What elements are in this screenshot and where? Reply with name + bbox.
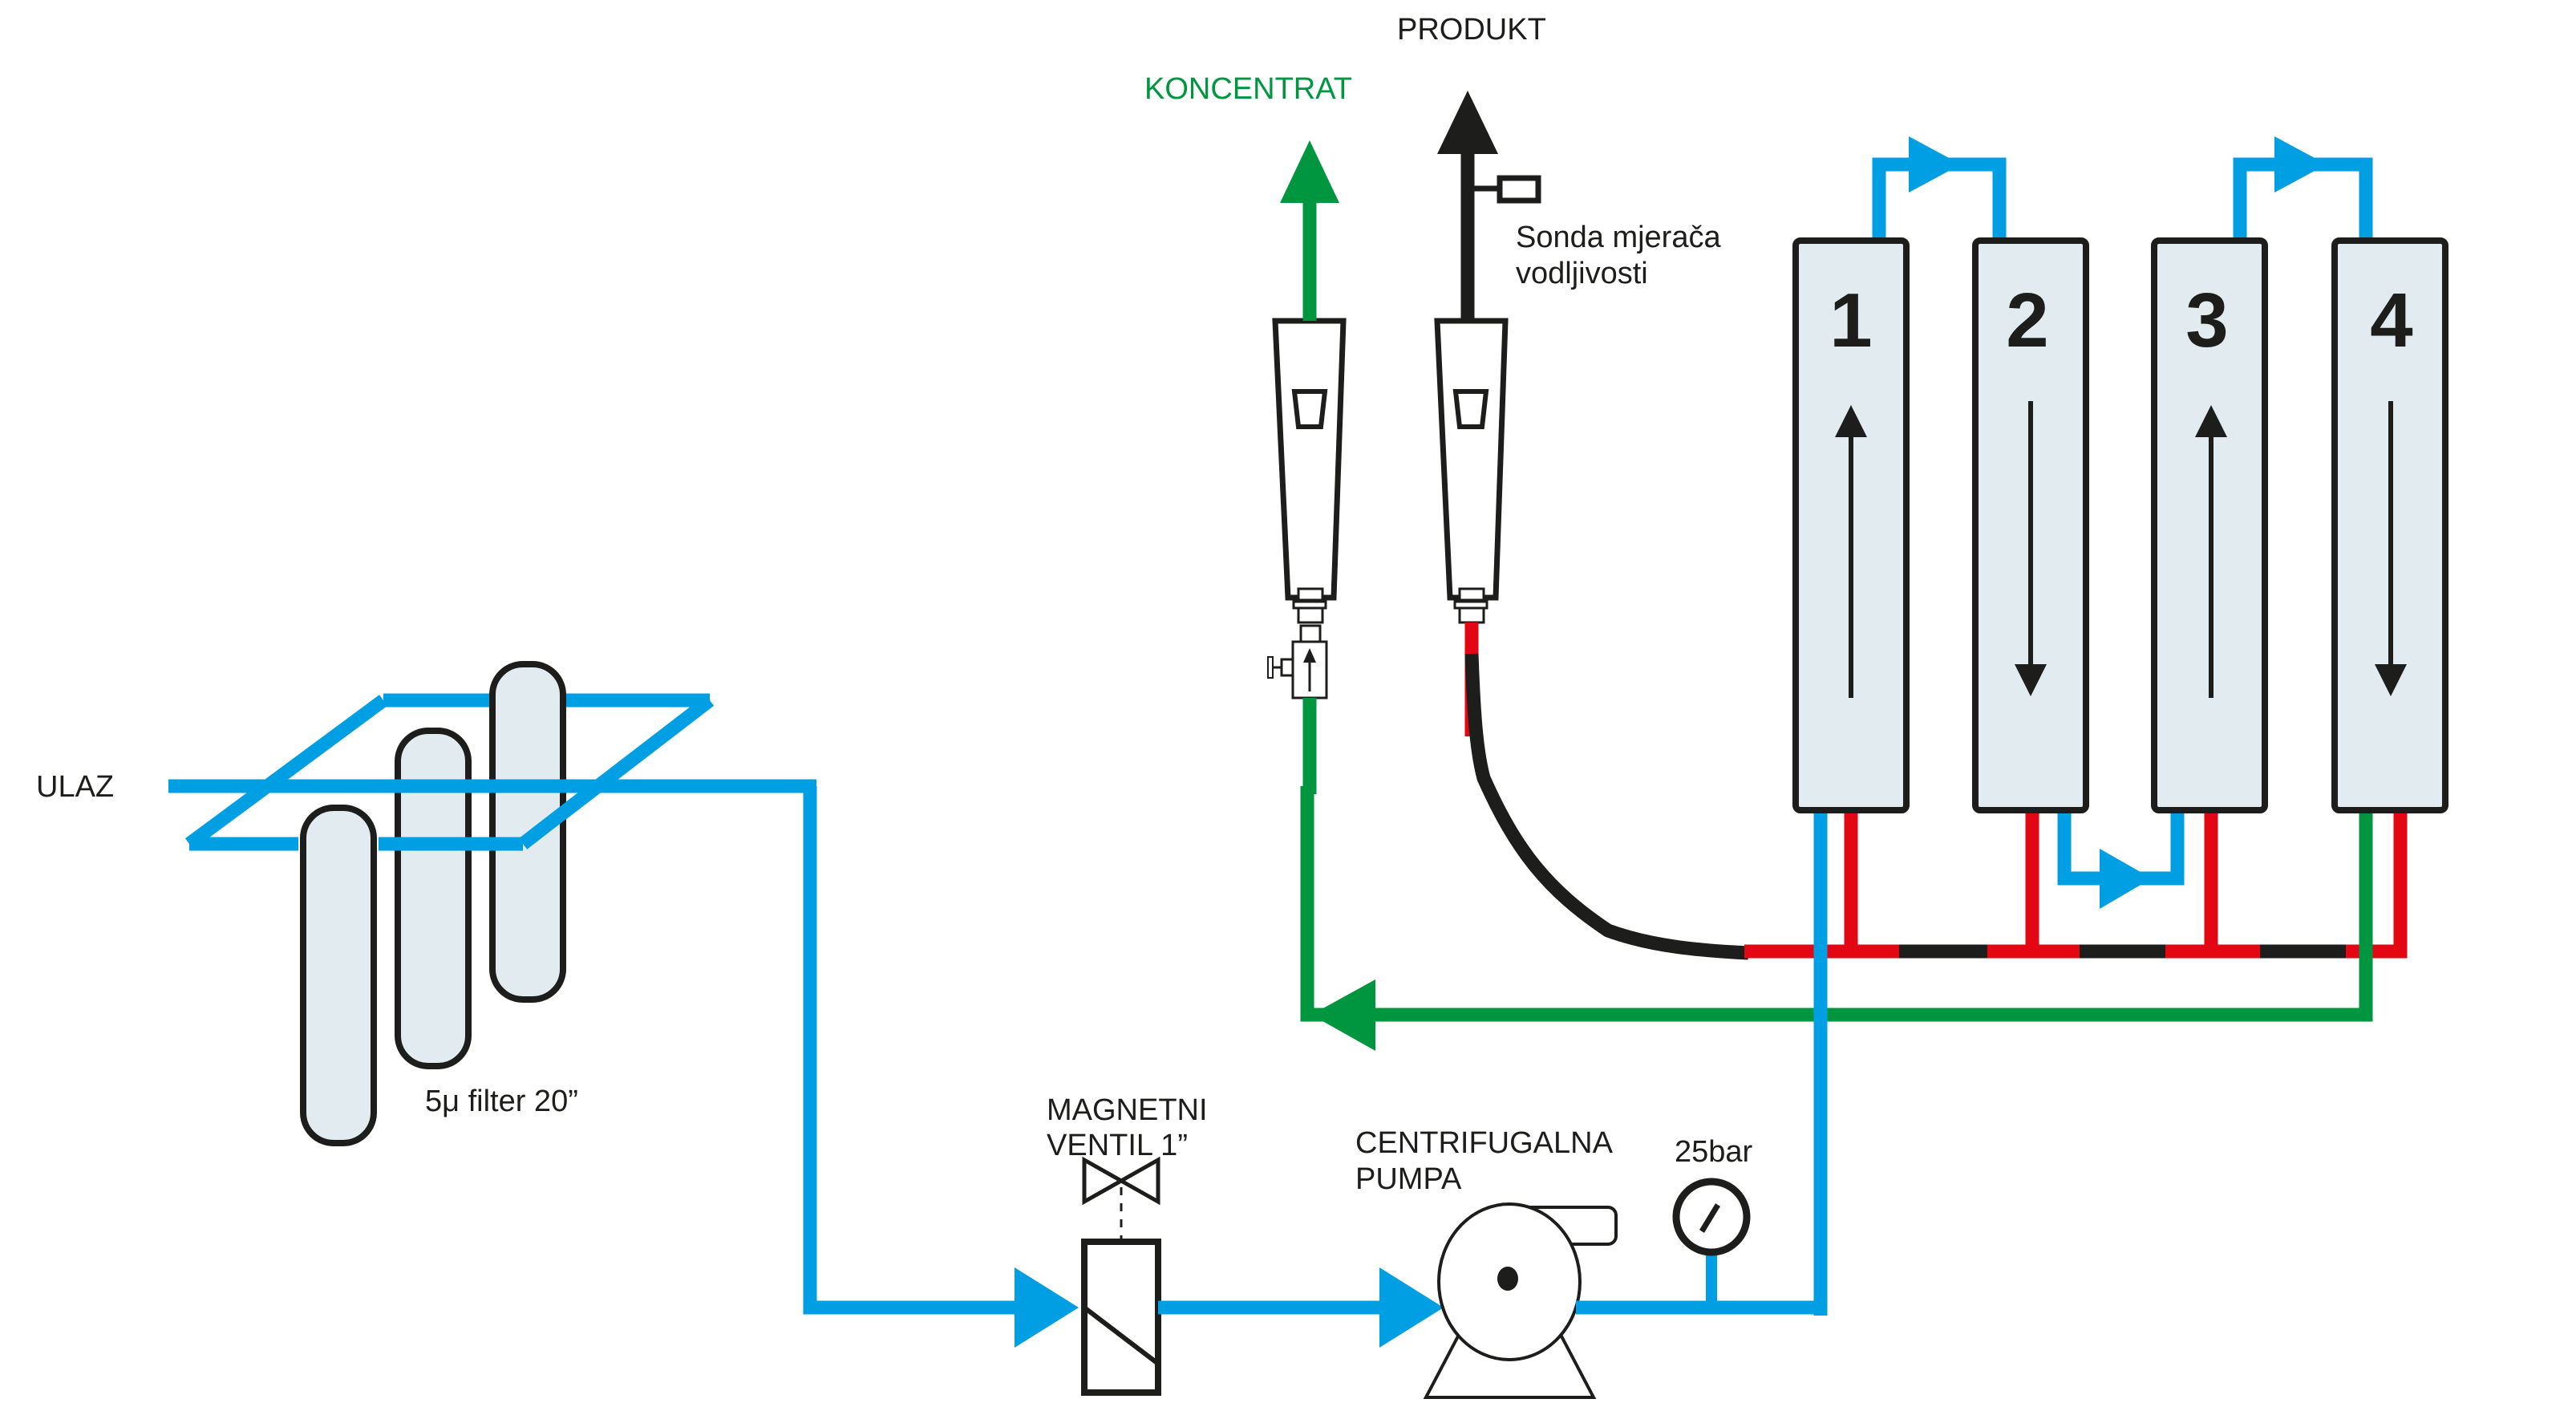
- inlet-label: ULAZ: [36, 770, 114, 804]
- needle-valve-knob: [1267, 656, 1274, 679]
- solenoid-valve[interactable]: [1081, 1156, 1161, 1396]
- membrane-2[interactable]: 2: [1972, 237, 2089, 813]
- feed-pipe: [803, 786, 1019, 1315]
- valve-label-1: MAGNETNI: [1047, 1093, 1208, 1127]
- conductivity-sensor: [1497, 175, 1541, 204]
- rotameter-body: [1434, 318, 1509, 601]
- rotameter-float: [1291, 389, 1328, 429]
- flow-up-icon: [2195, 405, 2227, 437]
- permeate-riser-4: [2366, 810, 2408, 959]
- concentrate-flowmeter: [1272, 318, 1347, 643]
- pressure-gauge: [1672, 1178, 1751, 1256]
- membrane-3[interactable]: 3: [2151, 237, 2268, 813]
- gauge-label: 25bar: [1675, 1135, 1753, 1169]
- product-hose: [1464, 653, 1749, 960]
- flow-arrow-valve-in: [1015, 1267, 1079, 1348]
- flow-down-icon: [2015, 664, 2047, 696]
- membrane-number: 1: [1829, 278, 1872, 363]
- concentrate-pipe: [1300, 786, 2373, 1022]
- valve-symbol-icon: [1082, 1156, 1160, 1206]
- flow-arrow-concentrate: [1311, 979, 1375, 1051]
- filter-manifold-left: [184, 695, 388, 850]
- prefilter-assembly: [168, 661, 816, 1146]
- flow-arrow-3-4: [2274, 136, 2327, 193]
- pump-label-2: PUMPA: [1355, 1162, 1462, 1196]
- filter-label: 5μ filter 20”: [425, 1085, 578, 1118]
- valve-label-2: VENTIL 1”: [1047, 1129, 1188, 1162]
- membrane-number: 2: [2006, 278, 2048, 363]
- flow-arrow-2-3: [2100, 849, 2152, 909]
- flow-arrow-pump-in: [1379, 1267, 1444, 1348]
- membrane-number: 3: [2185, 278, 2228, 363]
- product-label: PRODUKT: [1397, 13, 1546, 47]
- membrane-1[interactable]: 1: [1792, 237, 1910, 813]
- rotameter-float: [1452, 389, 1489, 429]
- concentrate-label: KONCENTRAT: [1144, 72, 1352, 106]
- flow-arrow-1-2: [1909, 136, 1961, 193]
- concentrate-out-arrow: [1280, 140, 1339, 203]
- membrane-4[interactable]: 4: [2331, 237, 2448, 813]
- flow-up-icon-head: [1835, 405, 1867, 437]
- centrifugal-pump[interactable]: [1423, 1202, 1618, 1399]
- membrane-number: 4: [2370, 278, 2412, 363]
- flow-up-icon: [1303, 648, 1316, 663]
- sensor-label-2: vodljivosti: [1516, 257, 1648, 290]
- flow-down-icon: [2375, 664, 2407, 696]
- rotameter-body: [1272, 318, 1347, 601]
- filter-cartridge-2: [395, 728, 472, 1069]
- product-out-arrow: [1437, 91, 1498, 154]
- sensor-label-1: Sonda mjerača: [1516, 221, 1721, 254]
- gauge-needle: [1699, 1203, 1720, 1233]
- concentrate-needle-valve[interactable]: [1267, 640, 1328, 699]
- pump-label-1: CENTRIFUGALNA: [1355, 1126, 1614, 1160]
- pump-shaft: [1497, 1267, 1518, 1291]
- filter-cartridge-1: [300, 805, 377, 1146]
- product-flowmeter: [1434, 318, 1509, 624]
